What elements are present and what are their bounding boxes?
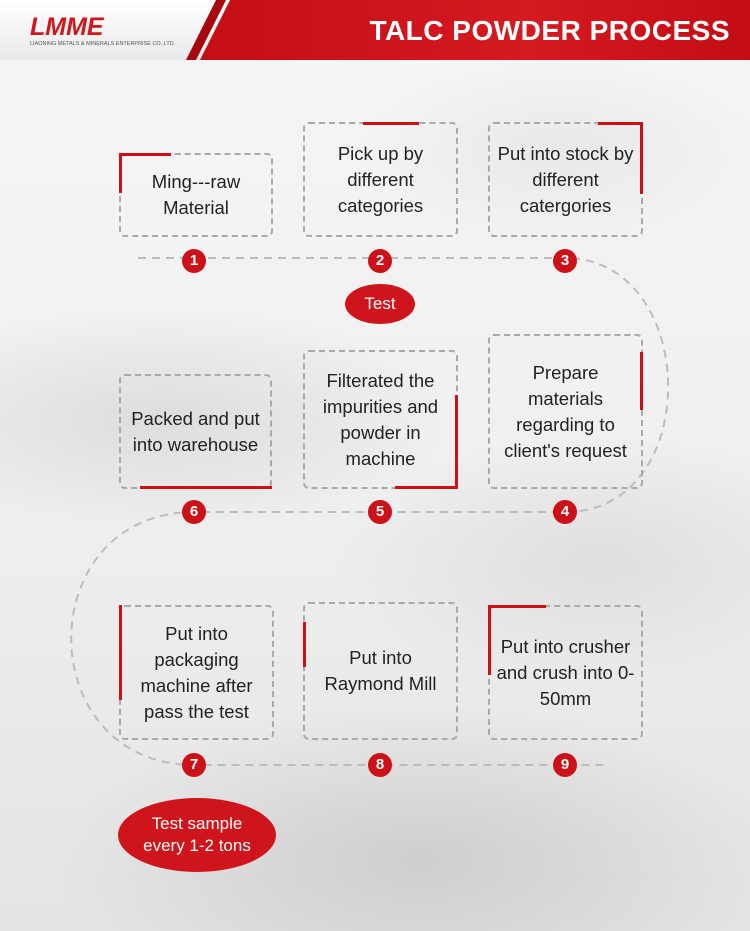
step-box-2: Pick up by different categories [303,122,458,237]
step-number-6: 6 [182,500,206,524]
step-label-4: Prepare materials regarding to client's … [504,361,627,461]
step-accent-7 [119,605,122,700]
step-label-3: Put into stock by different catergories [497,142,634,216]
step-box-7: Put into packaging machine after pass th… [119,605,274,740]
step-number-8: 8 [368,753,392,777]
company-logo: LMME LIAONING METALS & MINERALS ENTERPRI… [30,13,200,53]
step-box-8: Put into Raymond Mill [303,602,458,740]
step-box-3: Put into stock by different catergories [488,122,643,237]
step-accent-3a [598,122,643,125]
step-accent-5b [395,486,458,489]
page-title: TALC POWDER PROCESS [369,15,730,46]
step-accent-1a [119,153,171,156]
step-number-5: 5 [368,500,392,524]
step-box-9: Put into crusher and crush into 0-50mm [488,605,643,740]
step-accent-9a [488,605,546,608]
step-number-9: 9 [553,753,577,777]
step-label-6: Packed and put into warehouse [131,407,260,455]
step-number-4: 4 [553,500,577,524]
test-sample-note-bubble: Test sample every 1-2 tons [118,798,276,872]
step-label-2: Pick up by different categories [337,142,424,216]
step-accent-3b [640,122,643,194]
test-note-bubble: Test [345,284,415,324]
step-label-9: Put into crusher and crush into 0-50mm [496,635,635,709]
header-bar: LMME LIAONING METALS & MINERALS ENTERPRI… [0,0,750,60]
test-sample-note-text: Test sample every 1-2 tons [143,814,251,855]
step-accent-9b [488,605,491,675]
step-box-1: Ming---raw Material [119,153,273,237]
step-box-6: Packed and put into warehouse [119,374,272,489]
step-label-5: Filterated the impurities and powder in … [322,369,439,469]
step-accent-1b [119,153,122,193]
step-label-8: Put into Raymond Mill [324,647,437,694]
step-number-2: 2 [368,249,392,273]
step-label-1: Ming---raw Material [151,171,241,218]
step-accent-5a [455,395,458,489]
step-box-4: Prepare materials regarding to client's … [488,334,643,489]
step-accent-6 [140,486,272,489]
step-box-5: Filterated the impurities and powder in … [303,350,458,489]
step-number-7: 7 [182,753,206,777]
step-label-7: Put into packaging machine after pass th… [140,622,253,722]
header-title-panel [200,0,750,60]
step-number-3: 3 [553,249,577,273]
step-accent-4 [640,352,643,410]
logo-subtitle: LIAONING METALS & MINERALS ENTERPRISE CO… [30,41,176,47]
step-accent-8 [303,622,306,667]
step-accent-2 [363,122,419,125]
logo-text: LMME [30,13,104,41]
step-number-1: 1 [182,249,206,273]
